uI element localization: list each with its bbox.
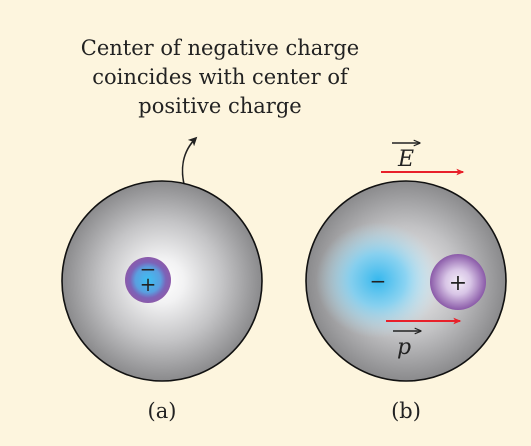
atom-b: − + p — [306, 181, 506, 381]
atom-b-negative-sign: − — [370, 269, 387, 293]
atom-a-positive-sign: + — [140, 272, 157, 296]
dipole-moment-label: p — [397, 335, 411, 360]
atom-b-positive-sign: + — [449, 271, 467, 296]
label-a: (a) — [148, 399, 177, 423]
pointer-arrow — [183, 138, 196, 188]
label-b: (b) — [391, 399, 421, 423]
atom-a: − + — [62, 181, 262, 381]
electric-field-label: E — [397, 147, 414, 172]
